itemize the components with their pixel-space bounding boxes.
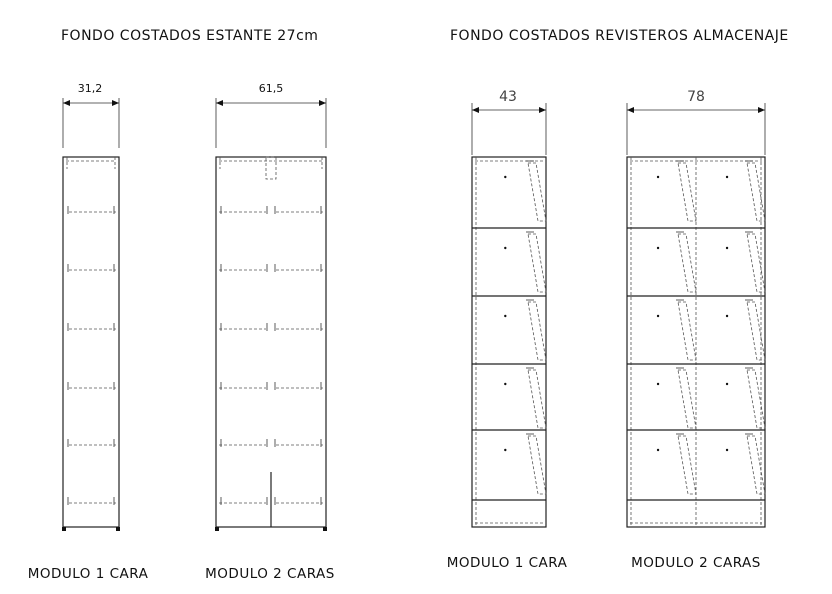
magazine-holder — [746, 435, 766, 495]
dimension-arrow-left — [627, 107, 634, 113]
module-4-drawing — [626, 103, 766, 528]
dimension-label-module-3: 43 — [499, 89, 517, 105]
dimension-label-module-4: 78 — [687, 89, 705, 105]
caption-module-2: MODULO 2 CARAS — [205, 566, 335, 582]
pivot-mark — [725, 448, 729, 452]
caption-module-4: MODULO 2 CARAS — [631, 555, 761, 571]
magazine-holder — [746, 233, 766, 293]
module-3-drawing — [471, 103, 547, 528]
magazine-holder — [527, 435, 547, 495]
pivot-mark — [504, 246, 507, 250]
magazine-holder — [527, 369, 547, 429]
magazine-holder — [527, 233, 547, 293]
pivot-mark — [656, 246, 660, 250]
title-shelf-section: FONDO COSTADOS ESTANTE 27cm — [61, 28, 318, 44]
module-1-drawing — [62, 98, 120, 531]
caption-module-3: MODULO 1 CARA — [447, 555, 568, 571]
pivot-mark — [504, 382, 507, 386]
magazine-holder — [677, 435, 697, 495]
dimension-label-module-2: 61,5 — [259, 82, 284, 95]
module-outline — [62, 156, 120, 528]
magazine-holder — [746, 162, 766, 222]
dimension-label-module-1: 31,2 — [78, 82, 103, 95]
pivot-mark — [504, 175, 507, 179]
magazine-holder — [677, 369, 697, 429]
pivot-mark — [725, 382, 729, 386]
magazine-holder — [677, 162, 697, 222]
module-2-drawing — [215, 98, 327, 531]
magazine-holder — [746, 369, 766, 429]
pivot-mark — [656, 314, 660, 318]
drawing-geometry — [62, 98, 766, 531]
dimension-arrow-left — [63, 100, 70, 106]
foot-right — [116, 527, 120, 531]
magazine-holder — [527, 162, 547, 222]
module-outline — [471, 156, 547, 528]
dimension-arrow-right — [112, 100, 119, 106]
title-magazine-section: FONDO COSTADOS REVISTEROS ALMACENAJE — [450, 28, 789, 44]
magazine-holder — [527, 301, 547, 361]
magazine-holder — [677, 233, 697, 293]
pivot-mark — [504, 314, 507, 318]
foot-right — [323, 527, 327, 531]
magazine-holder — [677, 301, 697, 361]
dimension-arrow-right — [319, 100, 326, 106]
pivot-mark — [656, 382, 660, 386]
pivot-mark — [725, 246, 729, 250]
module-outline — [215, 156, 327, 528]
foot-left — [215, 527, 219, 531]
caption-module-1: MODULO 1 CARA — [28, 566, 149, 582]
pivot-mark — [656, 448, 660, 452]
dimension-arrow-right — [758, 107, 765, 113]
dimension-arrow-right — [539, 107, 546, 113]
dimension-arrow-left — [472, 107, 479, 113]
pivot-mark — [725, 314, 729, 318]
pivot-mark — [504, 448, 507, 452]
center-bracket-top — [265, 156, 277, 180]
dimension-arrow-left — [216, 100, 223, 106]
magazine-holder — [746, 301, 766, 361]
pivot-mark — [656, 175, 660, 179]
pivot-mark — [725, 175, 729, 179]
foot-left — [62, 527, 66, 531]
